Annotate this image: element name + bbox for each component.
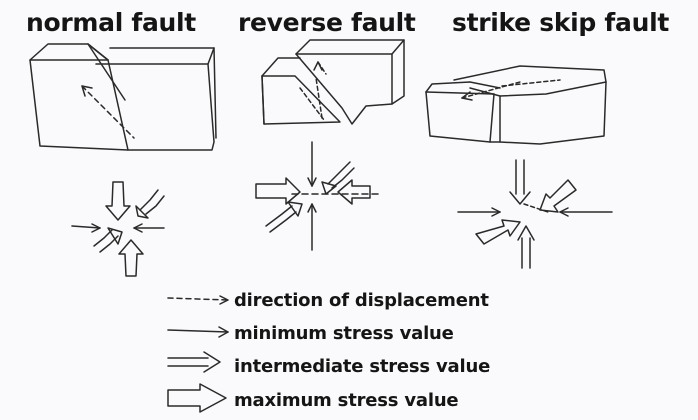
legend-symbols bbox=[167, 295, 229, 413]
strike-slip-stress-arrows bbox=[457, 159, 613, 269]
normal-fault-stress-arrows bbox=[71, 181, 165, 277]
reverse-fault-block bbox=[261, 39, 405, 125]
wide-arrow-icon bbox=[167, 383, 227, 413]
normal-fault-block bbox=[29, 43, 217, 151]
legend-label-intermediate-stress: intermediate stress value bbox=[234, 356, 491, 377]
legend-label-maximum-stress: maximum stress value bbox=[234, 390, 459, 411]
strike-slip-fault-block bbox=[425, 65, 607, 145]
thin-arrow-icon bbox=[167, 326, 229, 338]
title-reverse-fault: reverse fault bbox=[238, 8, 416, 37]
title-strike-skip-fault: strike skip fault bbox=[452, 8, 669, 37]
legend-label-minimum-stress: minimum stress value bbox=[234, 323, 454, 344]
dashed-arrow-icon bbox=[167, 295, 229, 305]
reverse-fault-stress-arrows bbox=[255, 141, 379, 251]
double-line-arrow-icon bbox=[167, 351, 221, 373]
legend-label-displacement: direction of displacement bbox=[234, 290, 489, 311]
title-normal-fault: normal fault bbox=[26, 8, 196, 37]
